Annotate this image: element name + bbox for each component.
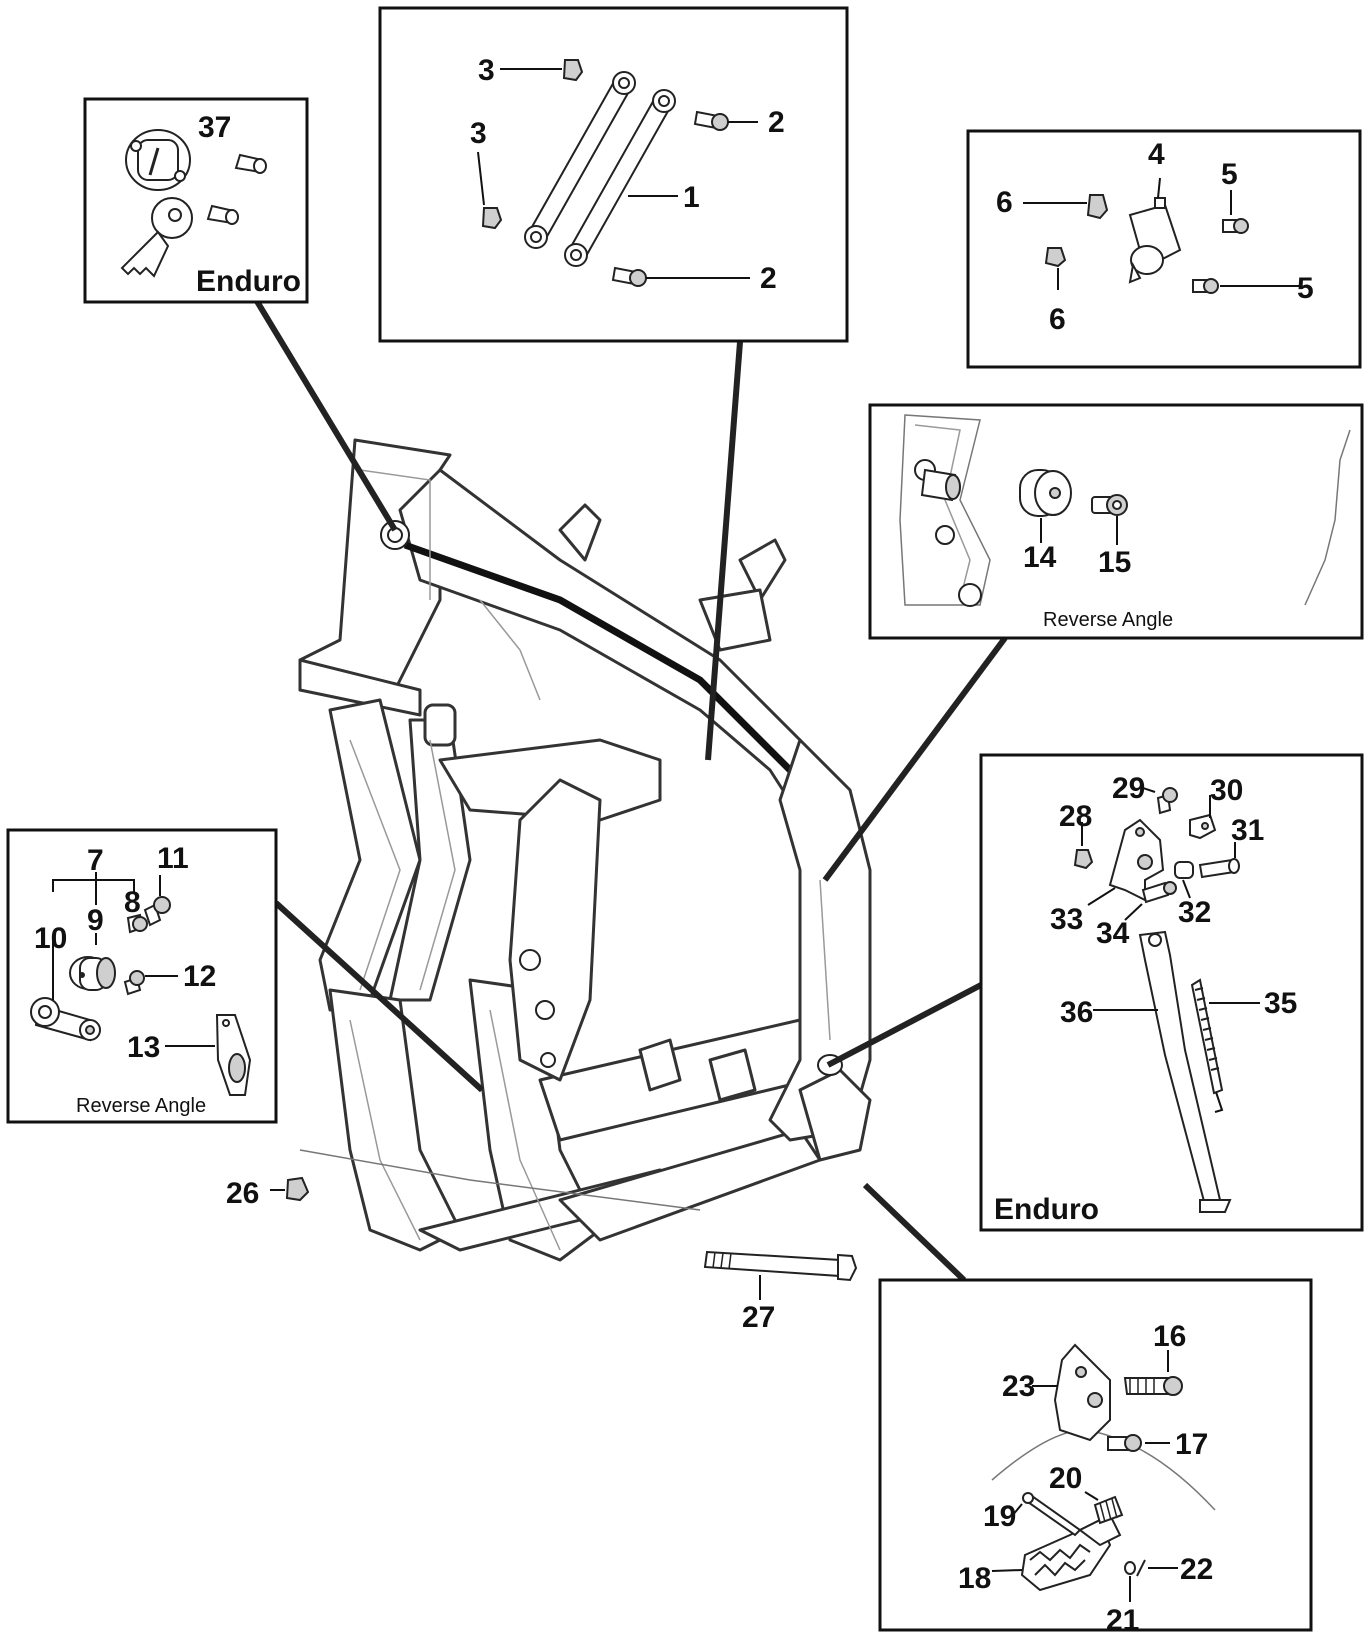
callout-1: 1 [683, 181, 700, 214]
callout-37: 37 [198, 111, 231, 144]
footpeg-spring-part [1093, 1495, 1124, 1525]
swingarm-pivot-bolt: 27 [703, 1250, 858, 1334]
sidestand-spring-part [1190, 978, 1224, 1113]
damper-part [69, 956, 116, 991]
callout-28: 28 [1059, 800, 1092, 833]
nut-part [481, 59, 584, 230]
relay-bolt-part [1192, 218, 1249, 294]
connector-lines [252, 296, 1008, 1283]
callout-22: 22 [1180, 1553, 1213, 1586]
callout-29: 29 [1112, 772, 1145, 805]
callout-27: 27 [742, 1301, 775, 1334]
torque-rod-part [524, 71, 676, 267]
motorcycle-frame [298, 438, 872, 1262]
callout-2-bottom: 2 [760, 262, 777, 295]
key-icon [120, 197, 193, 278]
bolt-part [611, 110, 729, 287]
callout-16: 16 [1153, 1320, 1186, 1353]
callout-33: 33 [1050, 903, 1083, 936]
callout-26: 26 [226, 1177, 259, 1210]
callout-19: 19 [983, 1500, 1016, 1533]
callout-36: 36 [1060, 996, 1093, 1029]
mount-screw-part [123, 896, 171, 996]
footpeg-washer-part [1124, 1559, 1146, 1577]
callout-5-bottom: 5 [1297, 272, 1314, 305]
sidestand-panel: 29 30 31 28 32 33 34 35 36 Enduro [979, 753, 1364, 1232]
callout-8: 8 [124, 886, 141, 919]
callout-18: 18 [958, 1562, 991, 1595]
callout-35: 35 [1264, 987, 1297, 1020]
callout-14: 14 [1023, 541, 1057, 574]
relay-part [1128, 197, 1182, 284]
variant-label-enduro: Enduro [994, 1193, 1099, 1226]
callout-3-top: 3 [478, 54, 495, 87]
ignition-switch-part [125, 129, 191, 191]
sidestand-bracket-part [1108, 818, 1165, 902]
bushing-part [1019, 469, 1072, 517]
caption-reverse-angle: Reverse Angle [1043, 609, 1173, 631]
ignition-pin-part [206, 153, 267, 225]
ignition-lock-panel: 37 Enduro [83, 97, 309, 304]
callout-12: 12 [183, 960, 216, 993]
callout-10: 10 [34, 922, 67, 955]
callout-7: 7 [87, 844, 104, 877]
callout-17: 17 [1175, 1428, 1208, 1461]
callout-6-left: 6 [996, 186, 1013, 219]
callout-23: 23 [1002, 1370, 1035, 1403]
callout-5-top: 5 [1221, 158, 1238, 191]
swingarm-pivot-nut: 26 [226, 1176, 310, 1210]
engine-mount-rods-panel: 3 3 2 2 1 [378, 6, 849, 343]
sidestand-screws-part [1073, 787, 1178, 904]
callout-3-left: 3 [470, 117, 487, 150]
sidestand-leg-part [1138, 930, 1232, 1213]
mount-link-part [30, 997, 101, 1042]
frame-section-view [899, 414, 1351, 607]
callout-6-bottom: 6 [1049, 303, 1066, 336]
footpeg-bolt-part [1107, 1376, 1183, 1452]
callout-30: 30 [1210, 774, 1243, 807]
frame-bushing-panel: 14 15 Reverse Angle [868, 403, 1364, 640]
sidestand-pivot-part [1174, 813, 1240, 879]
callout-9: 9 [87, 904, 104, 937]
footpeg-panel: 16 23 17 20 19 22 18 21 [878, 1278, 1313, 1634]
caption-reverse-angle: Reverse Angle [76, 1095, 206, 1117]
callout-15: 15 [1098, 546, 1131, 579]
bushing-bolt-part [1091, 494, 1128, 516]
callout-11: 11 [157, 842, 189, 875]
callout-2-top: 2 [768, 106, 785, 139]
relay-panel: 4 5 5 6 6 [966, 129, 1362, 369]
footpeg-bracket-part [1053, 1343, 1111, 1442]
callout-34: 34 [1096, 917, 1130, 950]
callout-32: 32 [1178, 896, 1211, 929]
callout-20: 20 [1049, 1462, 1082, 1495]
mount-bracket-part [215, 1014, 252, 1096]
footpeg-pin-part [1022, 1492, 1082, 1537]
engine-mount-panel: 7 8 9 10 11 12 13 Reverse Angle [6, 828, 278, 1124]
variant-label-enduro: Enduro [196, 265, 301, 298]
relay-nut-part [1044, 194, 1109, 268]
callout-13: 13 [127, 1031, 160, 1064]
callout-31: 31 [1231, 814, 1264, 847]
callout-4: 4 [1148, 138, 1165, 171]
callout-21: 21 [1106, 1604, 1139, 1634]
